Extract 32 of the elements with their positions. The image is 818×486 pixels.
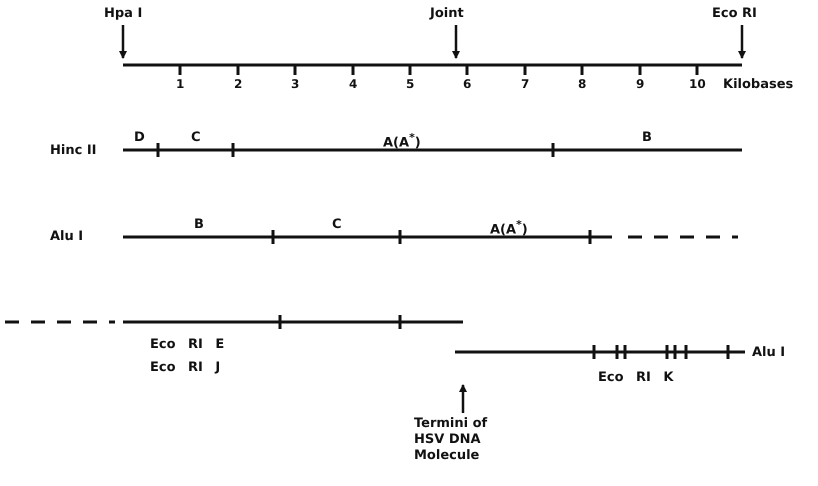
enzyme-label: Alu I xyxy=(752,345,786,360)
tick-label: 3 xyxy=(291,77,300,92)
fragment-label: Eco RI E xyxy=(150,337,224,352)
fragment-label: B xyxy=(642,130,652,145)
enzyme-label: Alu I xyxy=(50,229,84,244)
enzyme-label: Hinc II xyxy=(50,143,96,158)
tick-label: 4 xyxy=(349,77,358,92)
arrow xyxy=(119,25,127,59)
arrow xyxy=(452,25,460,59)
fragment-label: C xyxy=(191,130,201,145)
axis-unit-label: Kilobases xyxy=(723,77,794,92)
tick-label: 2 xyxy=(234,77,242,92)
fragment-label: Eco RI J xyxy=(150,360,220,375)
annotation-label: Termini of HSV DNA Molecule xyxy=(414,416,514,464)
annotation-label: Hpa I xyxy=(104,6,164,22)
fragment-label: B xyxy=(194,217,204,232)
annotation-label: Eco RI xyxy=(712,6,768,22)
tick-label: 5 xyxy=(406,77,414,92)
fragment-label: C xyxy=(332,217,342,232)
fragment-label: Eco RI K xyxy=(598,370,674,385)
tick-label: 6 xyxy=(463,77,472,92)
tick-label: 9 xyxy=(636,77,644,92)
tick-label: 7 xyxy=(521,77,530,92)
arrow xyxy=(738,25,746,59)
annotation-label: Joint xyxy=(430,6,484,22)
tick-label: 10 xyxy=(689,77,706,92)
tick-label: 8 xyxy=(578,77,586,92)
arrow xyxy=(459,384,467,413)
fragment-label: A(A$^{*}$) xyxy=(490,217,528,238)
tick-label: 1 xyxy=(176,77,184,92)
fragment-label: D xyxy=(134,130,145,145)
fragment-label: A(A$^{*}$) xyxy=(383,130,421,150)
